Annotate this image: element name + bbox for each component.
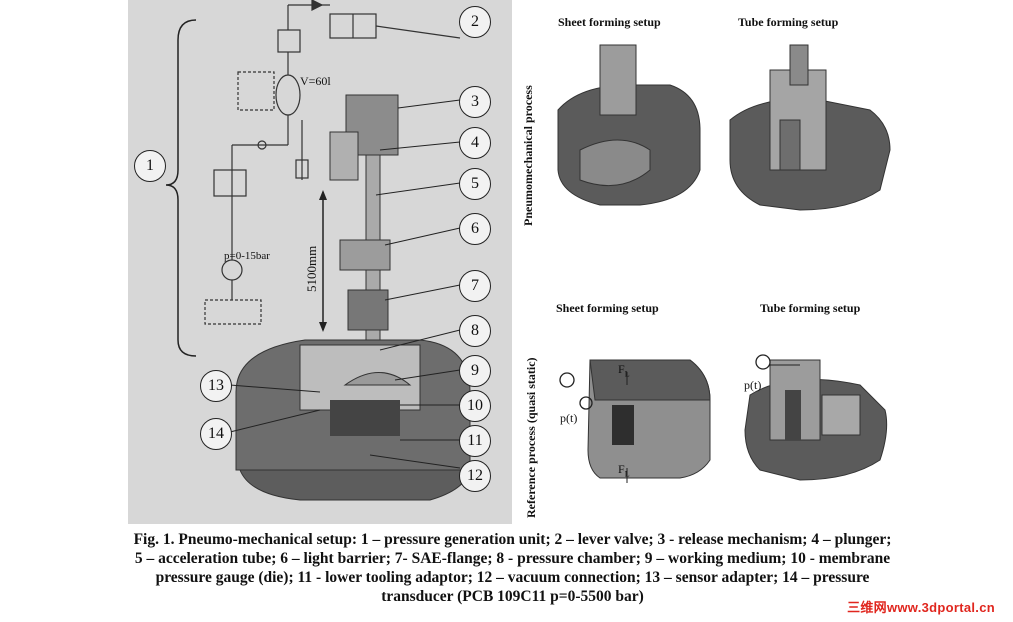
callout-8: 8 (459, 315, 491, 347)
callout-14: 14 (200, 418, 232, 450)
callout-3: 3 (459, 86, 491, 118)
watermark: 三维网www.3dportal.cn (847, 600, 995, 615)
caption-line-1: Fig. 1. Pneumo-mechanical setup: 1 – pre… (133, 531, 892, 548)
pressure-label: p=0-15bar (224, 250, 270, 262)
base-assembly (235, 339, 471, 501)
pt-label-sheet: p(t) (560, 411, 578, 425)
ref-tube-model (744, 354, 888, 481)
ref-tube-title: Tube forming setup (760, 301, 861, 315)
callout-10: 10 (459, 390, 491, 422)
machine-column (319, 94, 399, 346)
callout-1: 1 (134, 150, 166, 182)
pm-sheet-title: Sheet forming setup (558, 15, 661, 29)
callout-5: 5 (459, 168, 491, 200)
ref-sheet-model (559, 359, 711, 483)
volume-label: V=60l (300, 74, 331, 88)
callout-13: 13 (200, 370, 232, 402)
pm-tube-model (729, 44, 891, 211)
pneumatic-circuit (204, 0, 461, 325)
pm-side-label: Pneumomechanical process (521, 85, 535, 226)
callout-12: 12 (459, 460, 491, 492)
caption-line-4: transducer (PCB 109C11 p=0-5500 bar) (381, 588, 644, 605)
ref-sheet-title: Sheet forming setup (556, 301, 659, 315)
pt-label-tube: p(t) (744, 378, 762, 392)
callout-2: 2 (459, 6, 491, 38)
leader-lines (229, 99, 461, 469)
distance-label: 5100mm (304, 245, 319, 292)
pm-tube-title: Tube forming setup (738, 15, 839, 29)
pm-sheet-model (557, 44, 701, 206)
callout-4: 4 (459, 127, 491, 159)
force-label-bottom: FL (618, 462, 630, 479)
callout-7: 7 (459, 270, 491, 302)
figure-caption: Fig. 1. Pneumo-mechanical setup: 1 – pre… (20, 530, 1005, 606)
callout-9: 9 (459, 355, 491, 387)
brace-1 (165, 19, 197, 357)
force-label-top: FL (618, 362, 630, 379)
ref-side-label: Reference process (quasi static) (524, 357, 538, 518)
callout-11: 11 (459, 425, 491, 457)
caption-line-3: pressure gauge (die); 11 - lower tooling… (155, 569, 870, 586)
callout-6: 6 (459, 213, 491, 245)
caption-line-2: 5 – acceleration tube; 6 – light barrier… (134, 550, 891, 567)
